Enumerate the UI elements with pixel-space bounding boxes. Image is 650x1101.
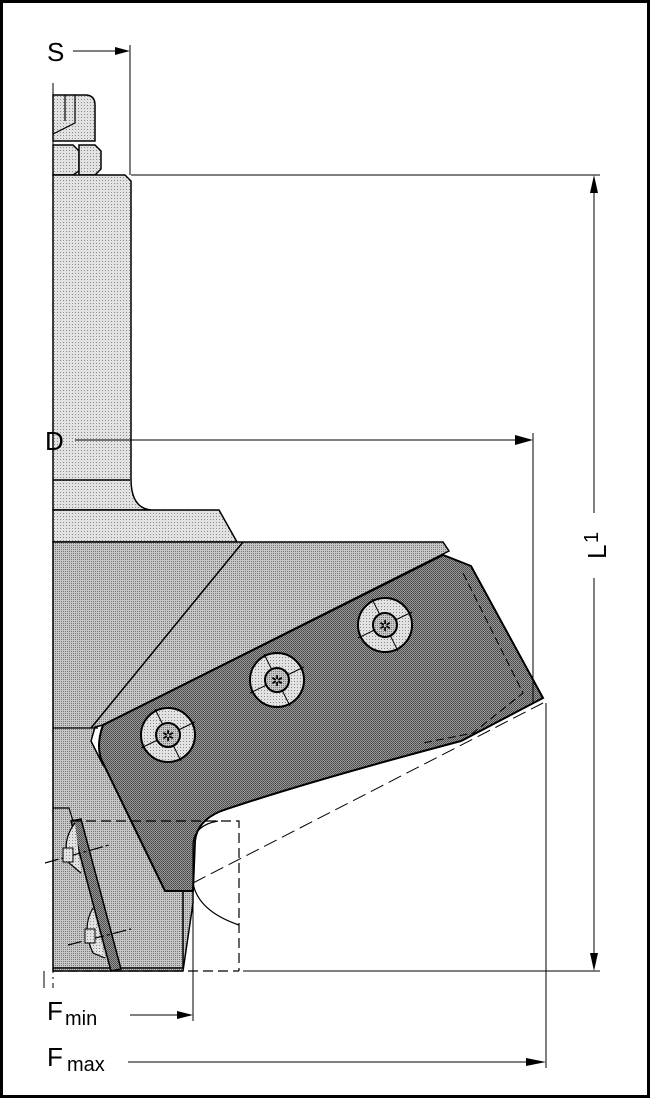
svg-text:min: min: [65, 1008, 97, 1030]
side-knife: [44, 818, 132, 972]
dimension-l1: [131, 174, 600, 972]
knife-screw-2: ✲: [249, 652, 305, 708]
label-s: S: [47, 37, 64, 67]
shank: [52, 174, 152, 511]
label-fmin: F min: [47, 996, 97, 1030]
svg-text:✲: ✲: [271, 672, 284, 690]
nut: [52, 94, 102, 176]
svg-text:✲: ✲: [162, 727, 175, 745]
svg-text:L: L: [582, 545, 612, 559]
svg-text:1: 1: [581, 532, 603, 543]
svg-text:F: F: [47, 1042, 63, 1072]
svg-text:max: max: [67, 1054, 105, 1076]
dimension-d: [75, 433, 534, 703]
dimension-s: [73, 45, 131, 175]
label-fmax: F max: [47, 1042, 105, 1076]
svg-text:F: F: [47, 996, 63, 1026]
main-knife: [98, 553, 545, 892]
label-d: D: [45, 426, 64, 456]
dimension-fmax: [128, 703, 547, 1068]
knife-screw-3: ✲: [357, 597, 413, 653]
svg-text:✲: ✲: [379, 617, 392, 635]
label-l1: L 1: [581, 532, 612, 559]
technical-drawing: ✲ ✲ ✲ S: [43, 37, 612, 1076]
knife-screw-1: ✲: [140, 707, 196, 763]
profile-outline: [53, 702, 544, 972]
dimension-fmin: [43, 903, 194, 1021]
body-collar: [52, 509, 239, 543]
